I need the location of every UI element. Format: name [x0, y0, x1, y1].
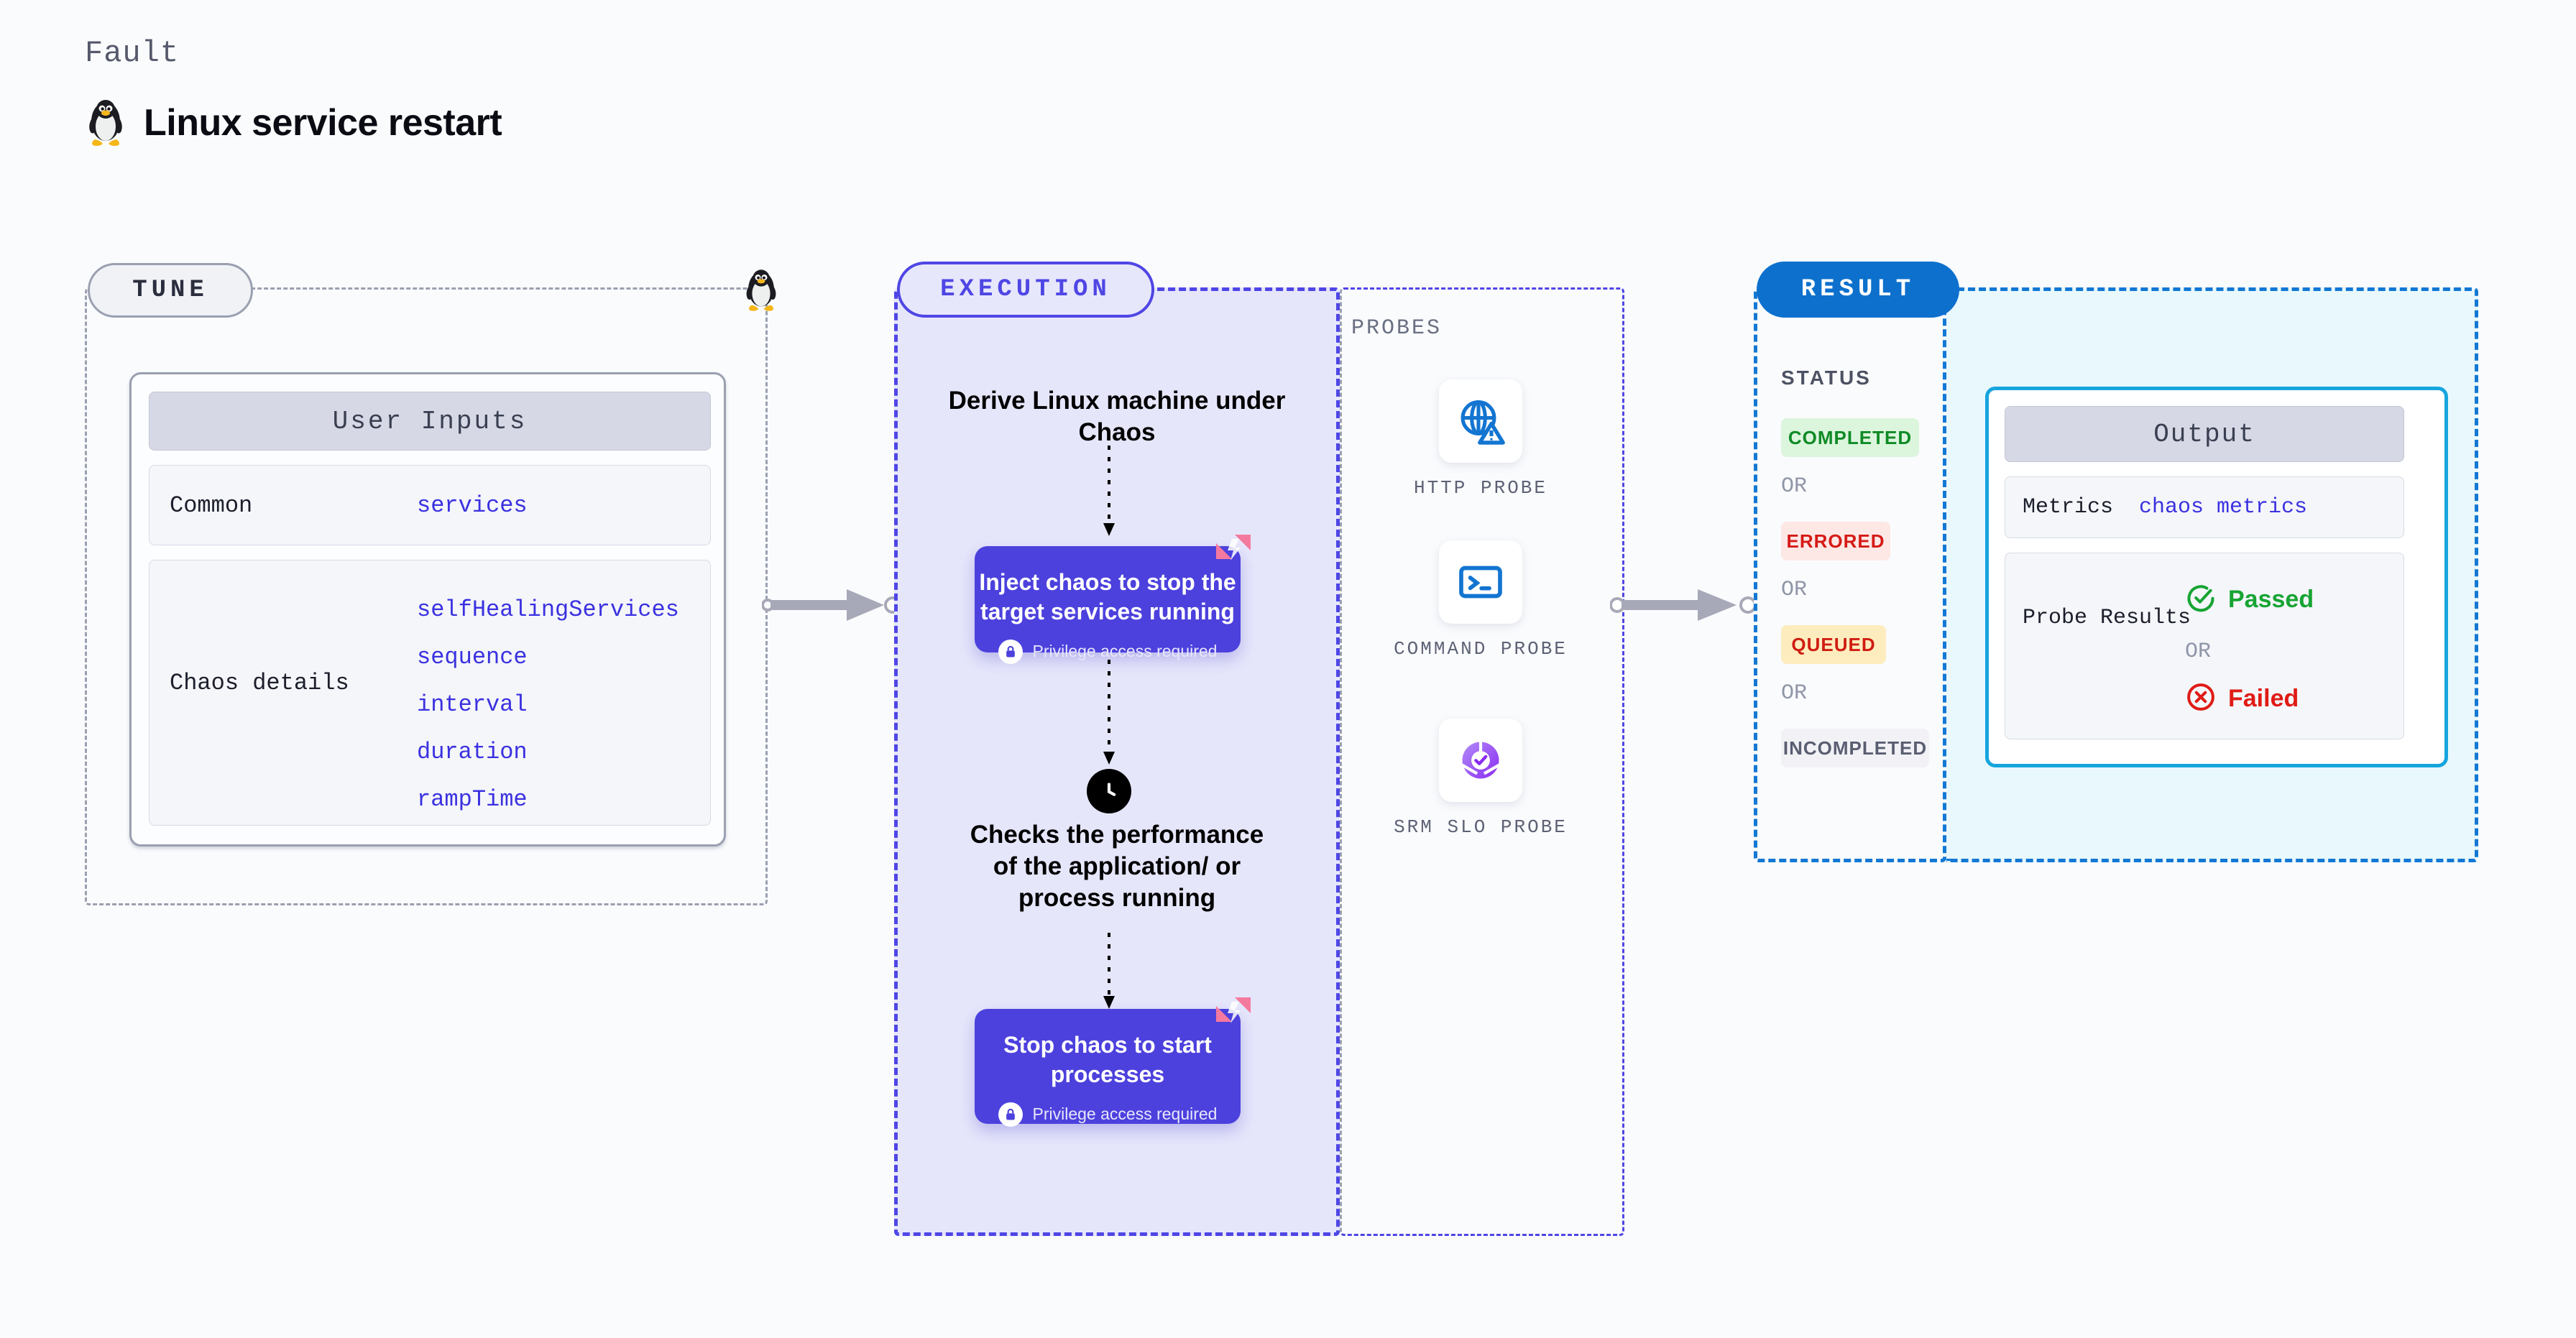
chaos-value-sequence[interactable]: sequence — [417, 644, 528, 670]
result-pill-label: RESULT — [1757, 262, 1959, 318]
status-section-label: STATUS — [1781, 366, 1872, 389]
chaos-value-interval[interactable]: interval — [417, 691, 528, 718]
status-badge-queued: QUEUED — [1781, 625, 1886, 664]
row-value-chaos-metrics[interactable]: chaos metrics — [2139, 495, 2308, 520]
verdict-label-failed: Failed — [2228, 685, 2299, 712]
globe-warning-icon — [1439, 379, 1522, 463]
user-inputs-row-chaos-details: Chaos details selfHealingServices sequen… — [149, 560, 711, 826]
privilege-notice: Privilege access required — [975, 639, 1241, 664]
page-header: Fault Linux service restart — [85, 36, 502, 147]
privilege-text: Privilege access required — [1032, 1104, 1218, 1124]
probe-item-http[interactable]: HTTP PROBE — [1387, 379, 1574, 501]
connector-arrow-execution-to-result — [1609, 583, 1768, 630]
execution-chaos-box-stop[interactable]: Stop chaos to start processes Privilege … — [975, 997, 1251, 1127]
check-circle-icon — [2185, 582, 2217, 617]
probe-verdict-or: OR — [2185, 640, 2212, 664]
slo-donut-check-icon — [1439, 719, 1522, 802]
status-or-1: OR — [1781, 474, 1808, 499]
litmus-chaos-icon — [1213, 530, 1254, 574]
tune-pill-label: TUNE — [88, 263, 253, 318]
fault-eyebrow-label: Fault — [85, 36, 180, 70]
execution-chaos-box-inject[interactable]: Inject chaos to stop the target services… — [975, 535, 1251, 664]
execution-step-derive-machine: Derive Linux machine under Chaos — [948, 387, 1286, 446]
chaos-box-title: Inject chaos to stop the target services… — [979, 569, 1236, 624]
chaos-value-ramptime[interactable]: rampTime — [417, 786, 528, 813]
status-or-2: OR — [1781, 578, 1808, 602]
litmus-chaos-icon — [1213, 993, 1254, 1037]
probe-label: SRM SLO PROBE — [1394, 816, 1568, 838]
row-key-chaos-details: Chaos details — [170, 670, 349, 696]
row-key-metrics: Metrics — [2023, 495, 2114, 520]
chaos-box-title: Stop chaos to start processes — [1003, 1032, 1212, 1087]
user-inputs-heading: User Inputs — [149, 392, 711, 451]
lock-icon — [998, 1102, 1023, 1127]
status-badge-errored: ERRORED — [1781, 522, 1890, 560]
row-value-services[interactable]: services — [417, 492, 528, 519]
probe-item-srm-slo[interactable]: SRM SLO PROBE — [1387, 719, 1574, 840]
privilege-notice: Privilege access required — [975, 1102, 1241, 1127]
chaos-value-duration[interactable]: duration — [417, 739, 528, 765]
probe-label: COMMAND PROBE — [1394, 638, 1568, 660]
execution-flow-arrow-3 — [1098, 933, 1120, 1015]
page-title: Linux service restart — [144, 102, 502, 144]
output-row-metrics: Metrics chaos metrics — [2005, 476, 2404, 538]
tune-linux-penguin-icon — [742, 269, 780, 315]
status-badge-incompleted: INCOMPLETED — [1781, 729, 1929, 767]
linux-penguin-icon — [85, 99, 126, 147]
execution-step-check-performance: Checks the performance of the applicatio… — [970, 821, 1264, 912]
row-key-probe-results: Probe Results — [2023, 606, 2191, 630]
probe-item-command[interactable]: COMMAND PROBE — [1387, 540, 1574, 662]
output-row-probe-results: Probe Results Passed OR Failed — [2005, 553, 2404, 739]
chaos-value-selfhealingservices[interactable]: selfHealingServices — [417, 596, 679, 623]
probes-section-label: PROBES — [1351, 316, 1443, 341]
status-or-3: OR — [1781, 681, 1808, 706]
user-inputs-row-common: Common services — [149, 465, 711, 545]
privilege-text: Privilege access required — [1032, 642, 1218, 661]
output-card: Output Metrics chaos metrics Probe Resul… — [1985, 387, 2448, 767]
execution-flow-arrow-2 — [1098, 660, 1120, 771]
row-key-common: Common — [170, 492, 253, 519]
user-inputs-card: User Inputs Common services Chaos detail… — [129, 372, 726, 846]
probe-label: HTTP PROBE — [1413, 477, 1548, 499]
probe-verdict-failed: Failed — [2185, 681, 2299, 716]
status-badge-completed: COMPLETED — [1781, 418, 1919, 457]
output-heading: Output — [2005, 406, 2404, 462]
fault-title-row: Linux service restart — [85, 99, 502, 147]
execution-pill-label: EXECUTION — [897, 262, 1154, 318]
lock-icon — [998, 639, 1023, 664]
execution-flow-arrow-1 — [1098, 446, 1120, 543]
clock-icon — [1087, 769, 1131, 813]
connector-arrow-tune-to-execution — [761, 583, 906, 630]
probe-verdict-passed: Passed — [2185, 582, 2314, 617]
verdict-label-passed: Passed — [2228, 586, 2314, 613]
chaos-detail-value-list: selfHealingServices sequence interval du… — [417, 586, 679, 823]
terminal-icon — [1439, 540, 1522, 624]
x-circle-icon — [2185, 681, 2217, 716]
